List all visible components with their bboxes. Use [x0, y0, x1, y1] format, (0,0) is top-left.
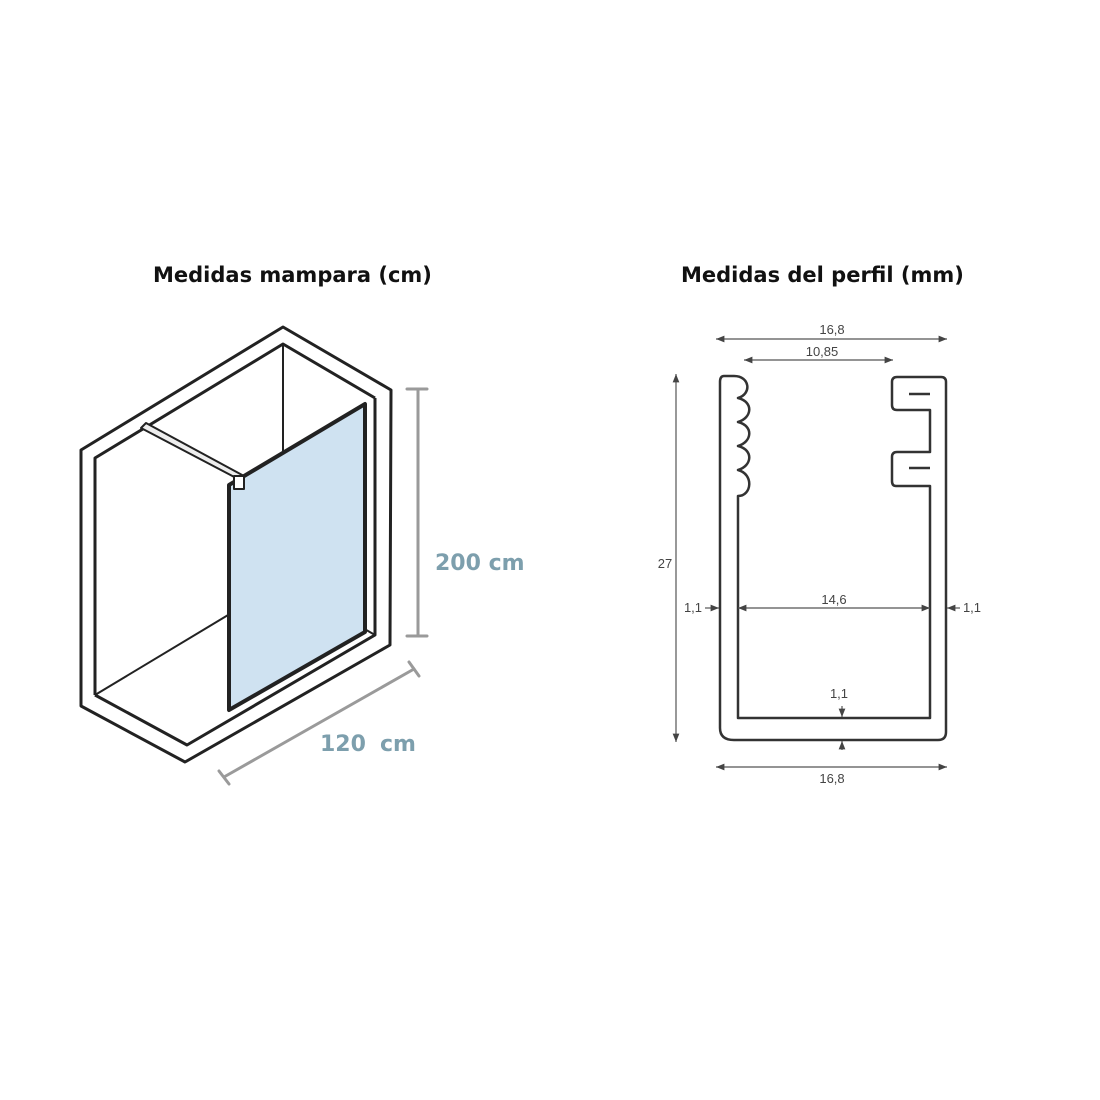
profile-hook-slot — [909, 392, 930, 470]
height-dimension — [405, 387, 429, 638]
width-dimension — [217, 660, 421, 786]
enclosure-inner-frame — [93, 342, 376, 695]
profile-outline — [718, 374, 948, 742]
enclosure-outer-frame — [79, 325, 393, 764]
stabilizer-bar — [140, 422, 245, 481]
profile-dimension-lines — [672, 335, 960, 771]
height-label: 200 cm — [435, 551, 525, 576]
dim-height: 27 — [658, 556, 672, 571]
dim-inner-width: 14,6 — [821, 592, 846, 607]
width-value: 120 — [320, 732, 366, 757]
dim-left-wall: 1,1 — [684, 600, 702, 615]
height-value: 200 — [435, 551, 481, 576]
dim-top-width: 16,8 — [819, 322, 844, 337]
dim-inner-top: 10,85 — [806, 344, 839, 359]
enclosure-inner-bottom — [94, 398, 377, 747]
shower-screen-title: Medidas mampara (cm) — [153, 263, 432, 287]
profile-drawing — [718, 374, 948, 742]
width-label: 120 cm — [320, 732, 416, 757]
glass-panel — [227, 402, 367, 712]
profile-title: Medidas del perfil (mm) — [681, 263, 964, 287]
dim-base: 1,1 — [830, 686, 848, 701]
height-unit: cm — [488, 551, 525, 576]
dim-right-wall: 1,1 — [963, 600, 981, 615]
dim-bottom-width: 16,8 — [819, 771, 844, 786]
shower-enclosure-drawing — [79, 325, 393, 764]
bar-clamp — [233, 475, 245, 490]
width-unit: cm — [379, 732, 416, 757]
